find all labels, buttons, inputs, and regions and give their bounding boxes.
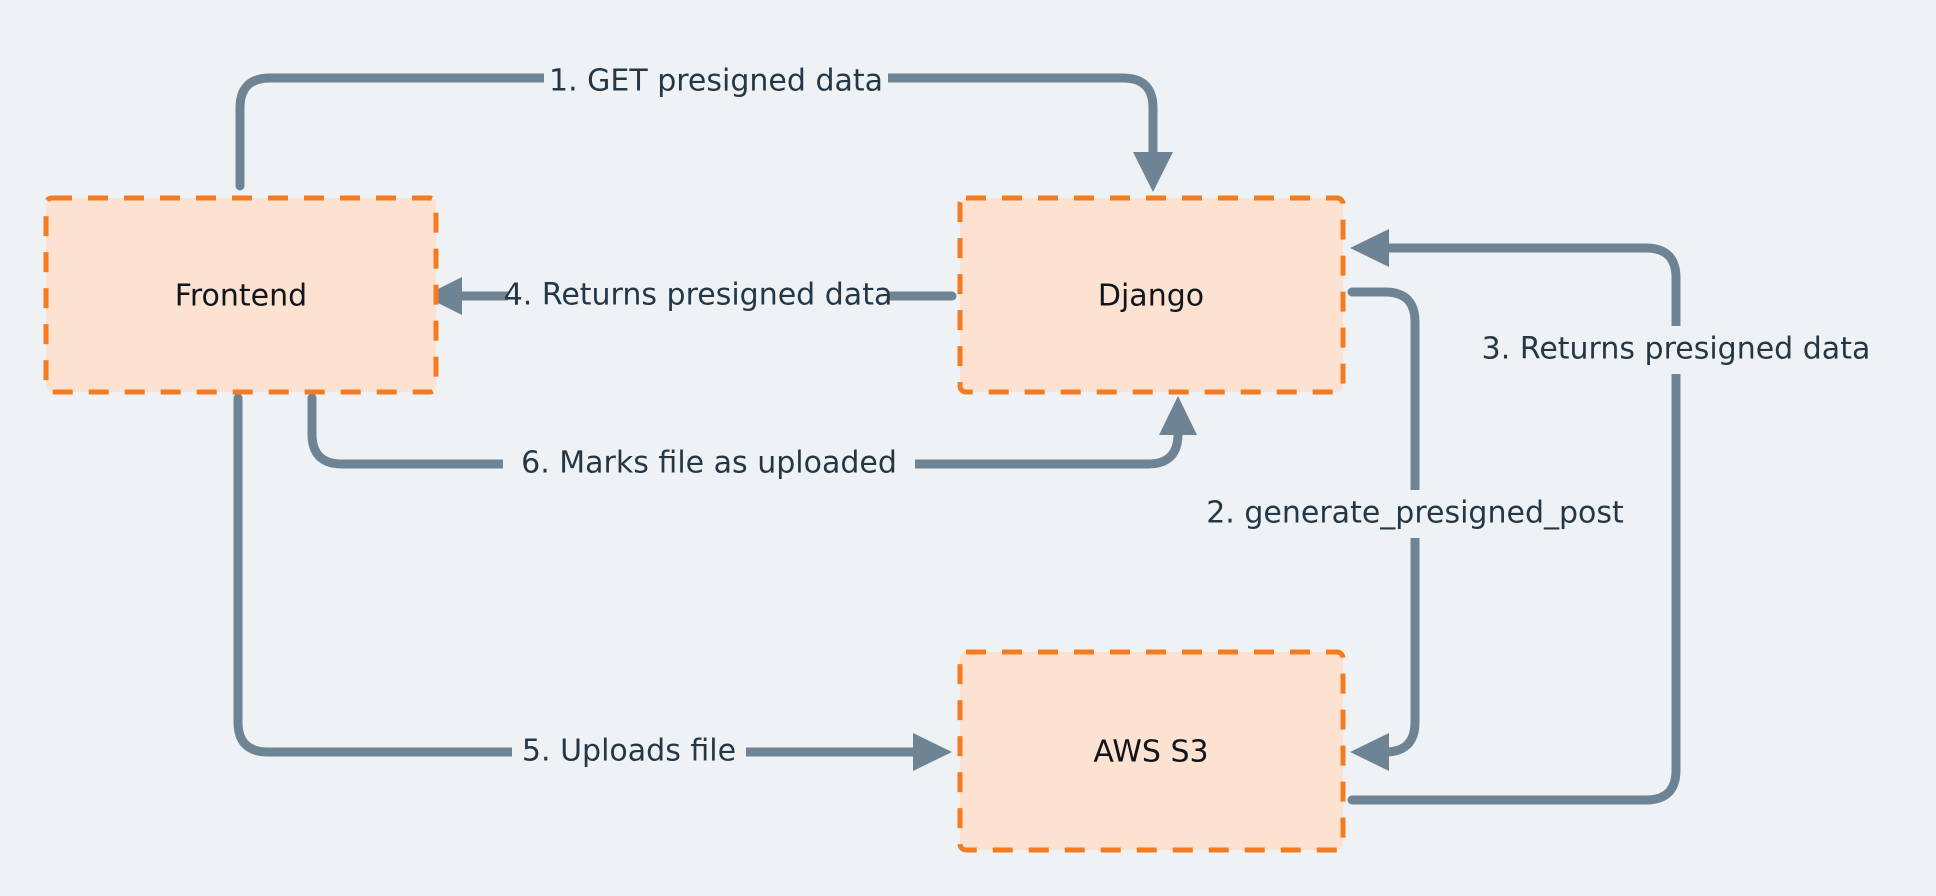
edge-6-label-backdrop [503,440,915,488]
node-aws-s3[interactable]: AWS S3 [957,649,1346,853]
node-aws-s3-rect[interactable] [957,649,1346,853]
node-frontend[interactable]: Frontend [43,195,439,395]
node-frontend-label: Frontend [175,279,307,314]
edge-6-label-group: 6. Marks file as uploaded [503,440,915,488]
edge-6-label: 6. Marks file as uploaded [521,446,897,481]
edge-4-arrowhead [424,277,462,315]
edge-5-label-group: 5. Uploads file [512,728,746,776]
node-django-label: Django [1098,279,1204,314]
edge-6-arrowhead [1159,396,1197,435]
edge-3-line [1347,243,1681,805]
node-aws-s3-label: AWS S3 [1093,735,1208,770]
edge-5-label-backdrop [512,728,746,776]
edge-2-label-group: 2. generate_presigned_post [1199,490,1631,538]
edge-3-label: 3. Returns presigned data [1482,332,1871,367]
edge-5-line [233,393,925,757]
node-django[interactable]: Django [957,195,1346,395]
edge-5-arrowhead [913,733,952,771]
edge-4-label-group: 4. Returns presigned data [504,272,893,320]
edge-4-label-backdrop [508,272,888,320]
edge-2-label-backdrop [1199,490,1631,538]
node-frontend-rect[interactable] [43,195,439,395]
edge-1-label-backdrop [544,58,888,106]
edge-3-returns-presigned-data [1347,229,1681,805]
edge-1-arrowhead [1133,152,1173,192]
edge-3-label-backdrop [1477,326,1875,374]
edge-3-arrowhead [1350,229,1389,267]
edge-5-uploads-file [233,393,952,771]
edge-1-label: 1. GET presigned data [549,64,883,99]
edge-4-label: 4. Returns presigned data [504,278,893,313]
edge-2-arrowhead [1350,733,1389,771]
edge-2-label: 2. generate_presigned_post [1206,496,1624,531]
edge-3-label-group: 3. Returns presigned data [1477,326,1875,374]
edge-5-label: 5. Uploads file [522,734,736,769]
edge-1-label-group: 1. GET presigned data [544,58,888,106]
node-django-rect[interactable] [957,195,1346,395]
